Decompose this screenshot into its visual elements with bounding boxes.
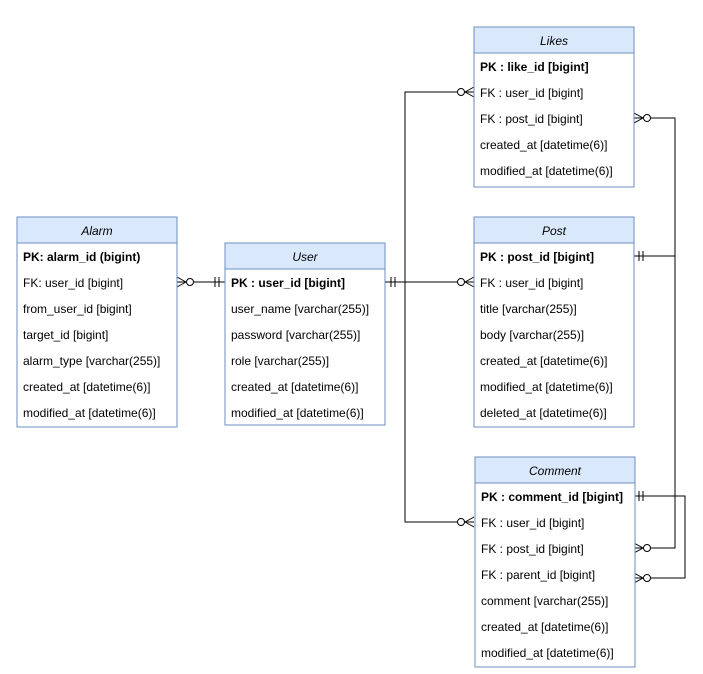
entity-user-field: created_at [datetime(6)] <box>231 380 358 394</box>
entity-post-field: deleted_at [datetime(6)] <box>480 406 607 420</box>
entity-likes-field: FK : user_id [bigint] <box>480 86 583 100</box>
entity-user-field: user_name [varchar(255)] <box>231 302 369 316</box>
edge-user-comment <box>404 282 474 523</box>
entity-alarm-header <box>16 216 178 244</box>
entity-likes-title: Likes <box>540 34 568 48</box>
entity-post: Post PK : post_id [bigint] FK : user_id … <box>473 216 635 428</box>
entity-alarm-title: Alarm <box>80 224 112 238</box>
entity-comment-field: modified_at [datetime(6)] <box>481 646 614 660</box>
entity-alarm-field: created_at [datetime(6)] <box>23 380 150 394</box>
entity-user-title: User <box>292 250 318 264</box>
mark-many-post-user <box>457 276 475 288</box>
mark-many-likes-user <box>457 86 475 98</box>
entity-comment-header <box>474 456 636 484</box>
entity-likes-field: FK : post_id [bigint] <box>480 112 583 126</box>
entity-user: User PK : user_id [bigint] user_name [va… <box>224 242 386 426</box>
entity-likes-field: created_at [datetime(6)] <box>480 138 607 152</box>
edge-user-likes <box>404 91 474 282</box>
entity-comment-field: FK : post_id [bigint] <box>481 542 584 556</box>
entity-comment-field: FK : user_id [bigint] <box>481 516 584 530</box>
entity-comment-field: FK : parent_id [bigint] <box>481 568 595 582</box>
entity-user-field: password [varchar(255)] <box>231 328 360 342</box>
entity-comment: Comment PK : comment_id [bigint] FK : us… <box>474 456 636 668</box>
entity-post-field: body [varchar(255)] <box>480 328 584 342</box>
entity-user-field: modified_at [datetime(6)] <box>231 406 364 420</box>
entity-likes-field: PK : like_id [bigint] <box>480 60 589 74</box>
mark-many-comment-user <box>457 516 475 528</box>
entity-likes-field: modified_at [datetime(6)] <box>480 164 613 178</box>
mark-many-alarm <box>176 276 194 288</box>
entity-post-field: title [varchar(255)] <box>480 302 577 316</box>
mark-many-likes-post <box>633 112 651 124</box>
edge-comment-parent <box>634 495 686 579</box>
entity-alarm-field: from_user_id [bigint] <box>23 302 132 316</box>
entity-post-field: created_at [datetime(6)] <box>480 354 607 368</box>
entity-likes: Likes PK : like_id [bigint] FK : user_id… <box>473 26 635 188</box>
entity-alarm: Alarm PK: alarm_id (bigint) FK: user_id … <box>16 216 178 428</box>
mark-one-comment-pk <box>638 491 644 501</box>
entity-user-field: PK : user_id [bigint] <box>231 276 345 290</box>
entity-post-header <box>473 216 635 244</box>
entity-user-header <box>224 242 386 270</box>
mark-one-post <box>638 251 644 261</box>
mark-one-user-right <box>390 277 396 287</box>
entity-comment-field: comment [varchar(255)] <box>481 594 608 608</box>
entity-post-field: modified_at [datetime(6)] <box>480 380 613 394</box>
edge-post-likes <box>634 117 676 257</box>
relationship-lines <box>177 91 686 579</box>
entity-post-field: FK : user_id [bigint] <box>480 276 583 290</box>
entity-user-field: role [varchar(255)] <box>231 354 329 368</box>
mark-one-user-alarm <box>214 277 220 287</box>
entity-post-field: PK : post_id [bigint] <box>480 250 594 264</box>
entity-alarm-field: target_id [bigint] <box>23 328 108 342</box>
entity-alarm-field: alarm_type [varchar(255)] <box>23 354 160 368</box>
entity-post-title: Post <box>542 224 567 238</box>
entity-comment-field: PK : comment_id [bigint] <box>481 490 623 504</box>
entity-alarm-field: modified_at [datetime(6)] <box>23 406 156 420</box>
entity-likes-header <box>473 26 635 54</box>
entity-comment-title: Comment <box>529 464 582 478</box>
edge-post-comment <box>634 256 676 549</box>
entity-alarm-field: PK: alarm_id (bigint) <box>23 250 140 264</box>
entity-alarm-field: FK: user_id [bigint] <box>23 276 123 290</box>
entity-comment-field: created_at [datetime(6)] <box>481 620 608 634</box>
